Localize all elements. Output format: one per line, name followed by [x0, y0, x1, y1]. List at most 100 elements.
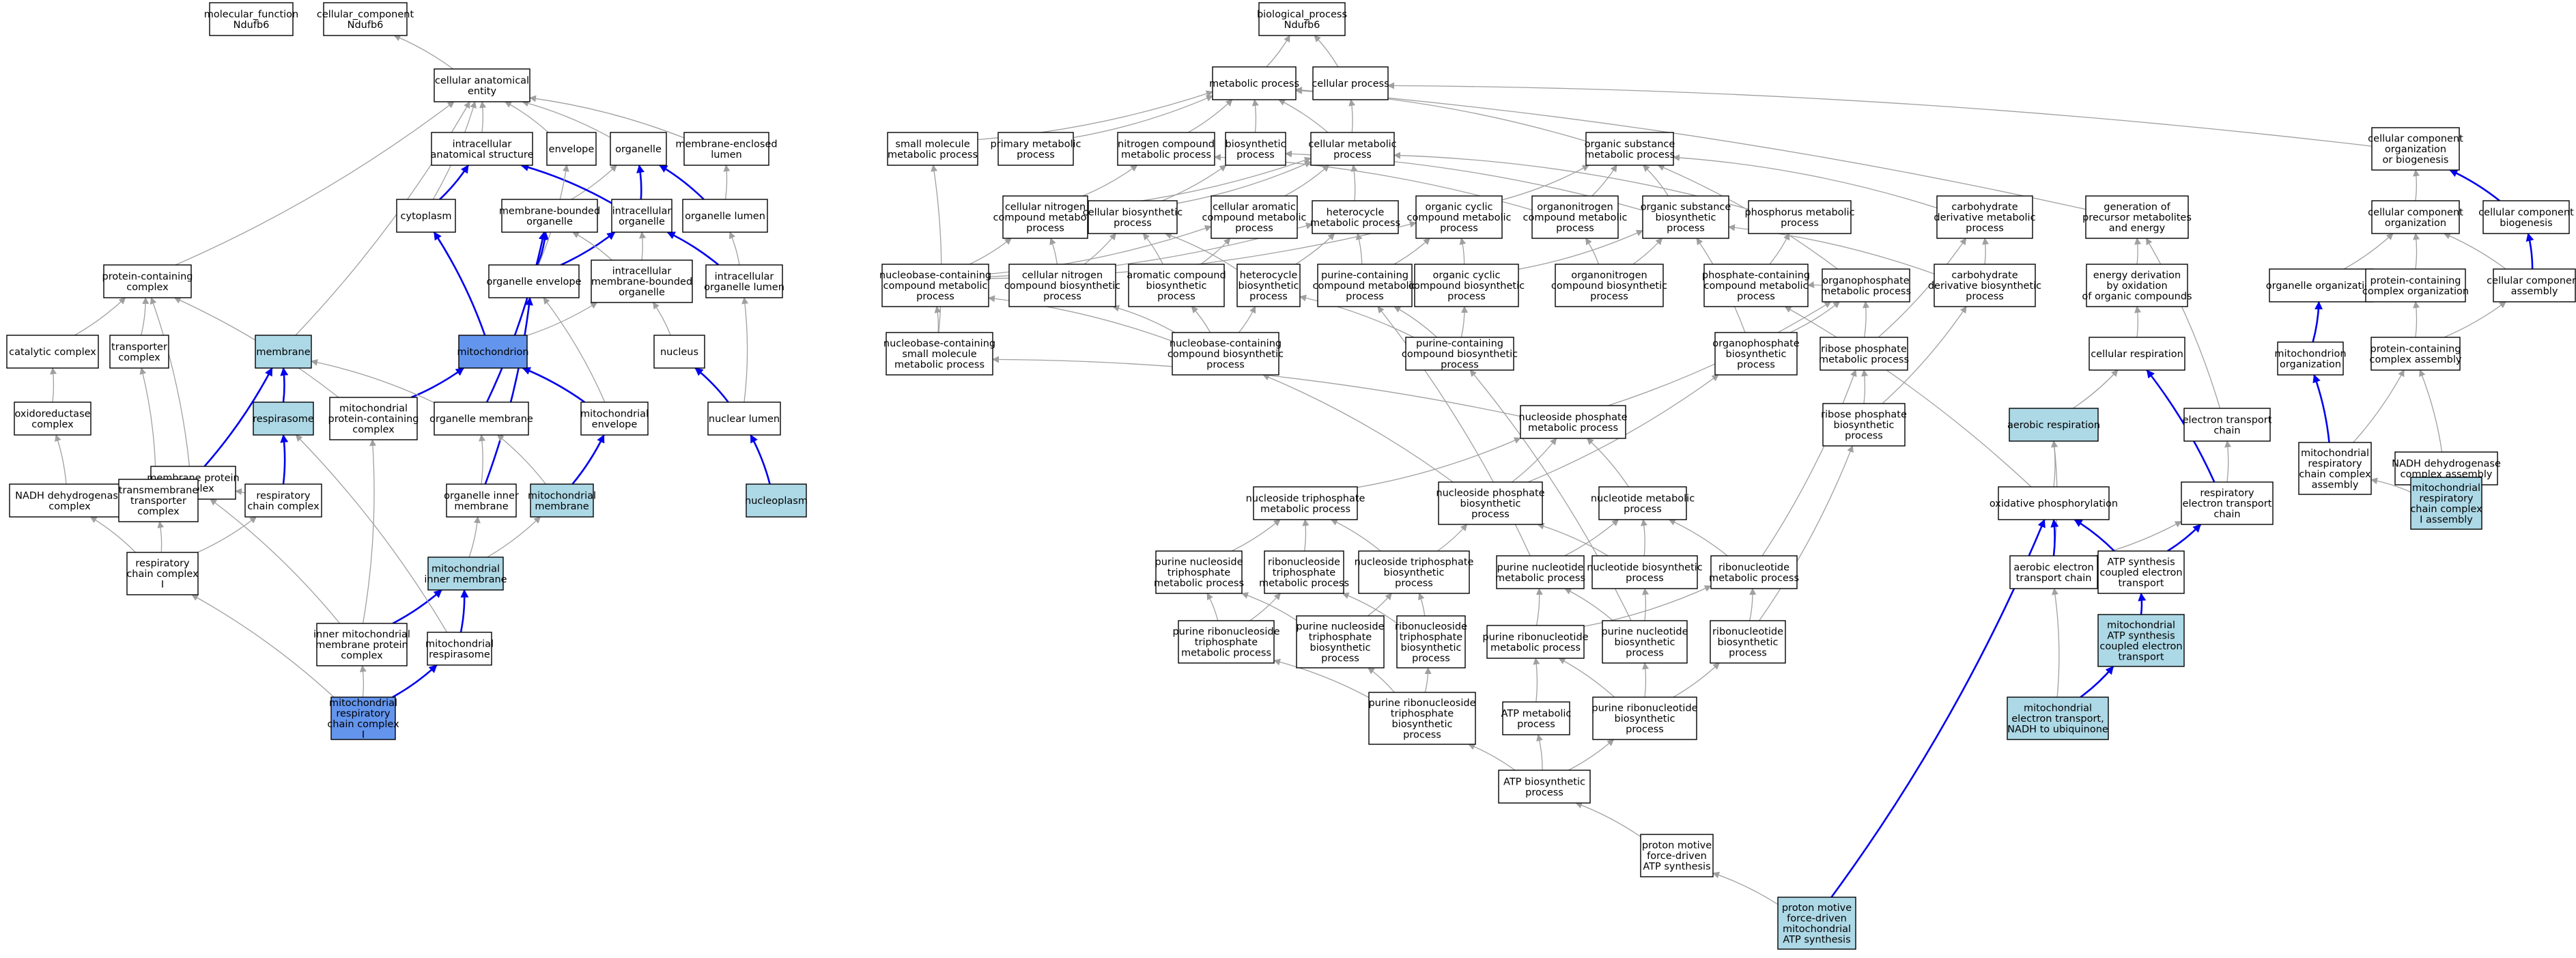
node-nl[interactable]: nuclear lumen [707, 401, 781, 436]
node-ol[interactable]: organelle lumen [682, 199, 768, 233]
node-metp[interactable]: metabolic process [1209, 66, 1299, 100]
node-catc[interactable]: catalytic complex [6, 335, 99, 369]
node-pmfmas[interactable]: proton motiveforce-drivenmitochondrialAT… [1777, 897, 1856, 950]
node-oe[interactable]: organelle envelope [486, 264, 582, 298]
node-organelle[interactable]: organelle [610, 132, 667, 166]
node-om[interactable]: organelle membrane [429, 401, 533, 436]
node-prntmp[interactable]: purine ribonucleosidetriphosphatemetabol… [1172, 620, 1280, 664]
node-membrane[interactable]: membrane [255, 335, 312, 369]
node-orgo[interactable]: organelle organization [2266, 268, 2377, 302]
node-respirasome[interactable]: respirasome [253, 401, 314, 436]
node-ntbp[interactable]: nucleoside triphosphatebiosyntheticproce… [1355, 550, 1474, 594]
node-cytoplasm[interactable]: cytoplasm [396, 199, 456, 233]
node-envelope[interactable]: envelope [546, 132, 597, 166]
node-oxphos[interactable]: oxidative phosphorylation [1990, 486, 2118, 520]
node-prntbp[interactable]: purine ribonucleosidetriphosphatebiosynt… [1368, 692, 1476, 745]
node-rntbp[interactable]: ribonucleosidetriphosphatebiosyntheticpr… [1395, 615, 1467, 668]
node-nucleus[interactable]: nucleus [653, 335, 705, 369]
node-cellp[interactable]: cellular process [1312, 66, 1389, 100]
node-mito[interactable]: mitochondrion [457, 335, 529, 369]
node-cresp[interactable]: cellular respiration [2089, 337, 2185, 371]
